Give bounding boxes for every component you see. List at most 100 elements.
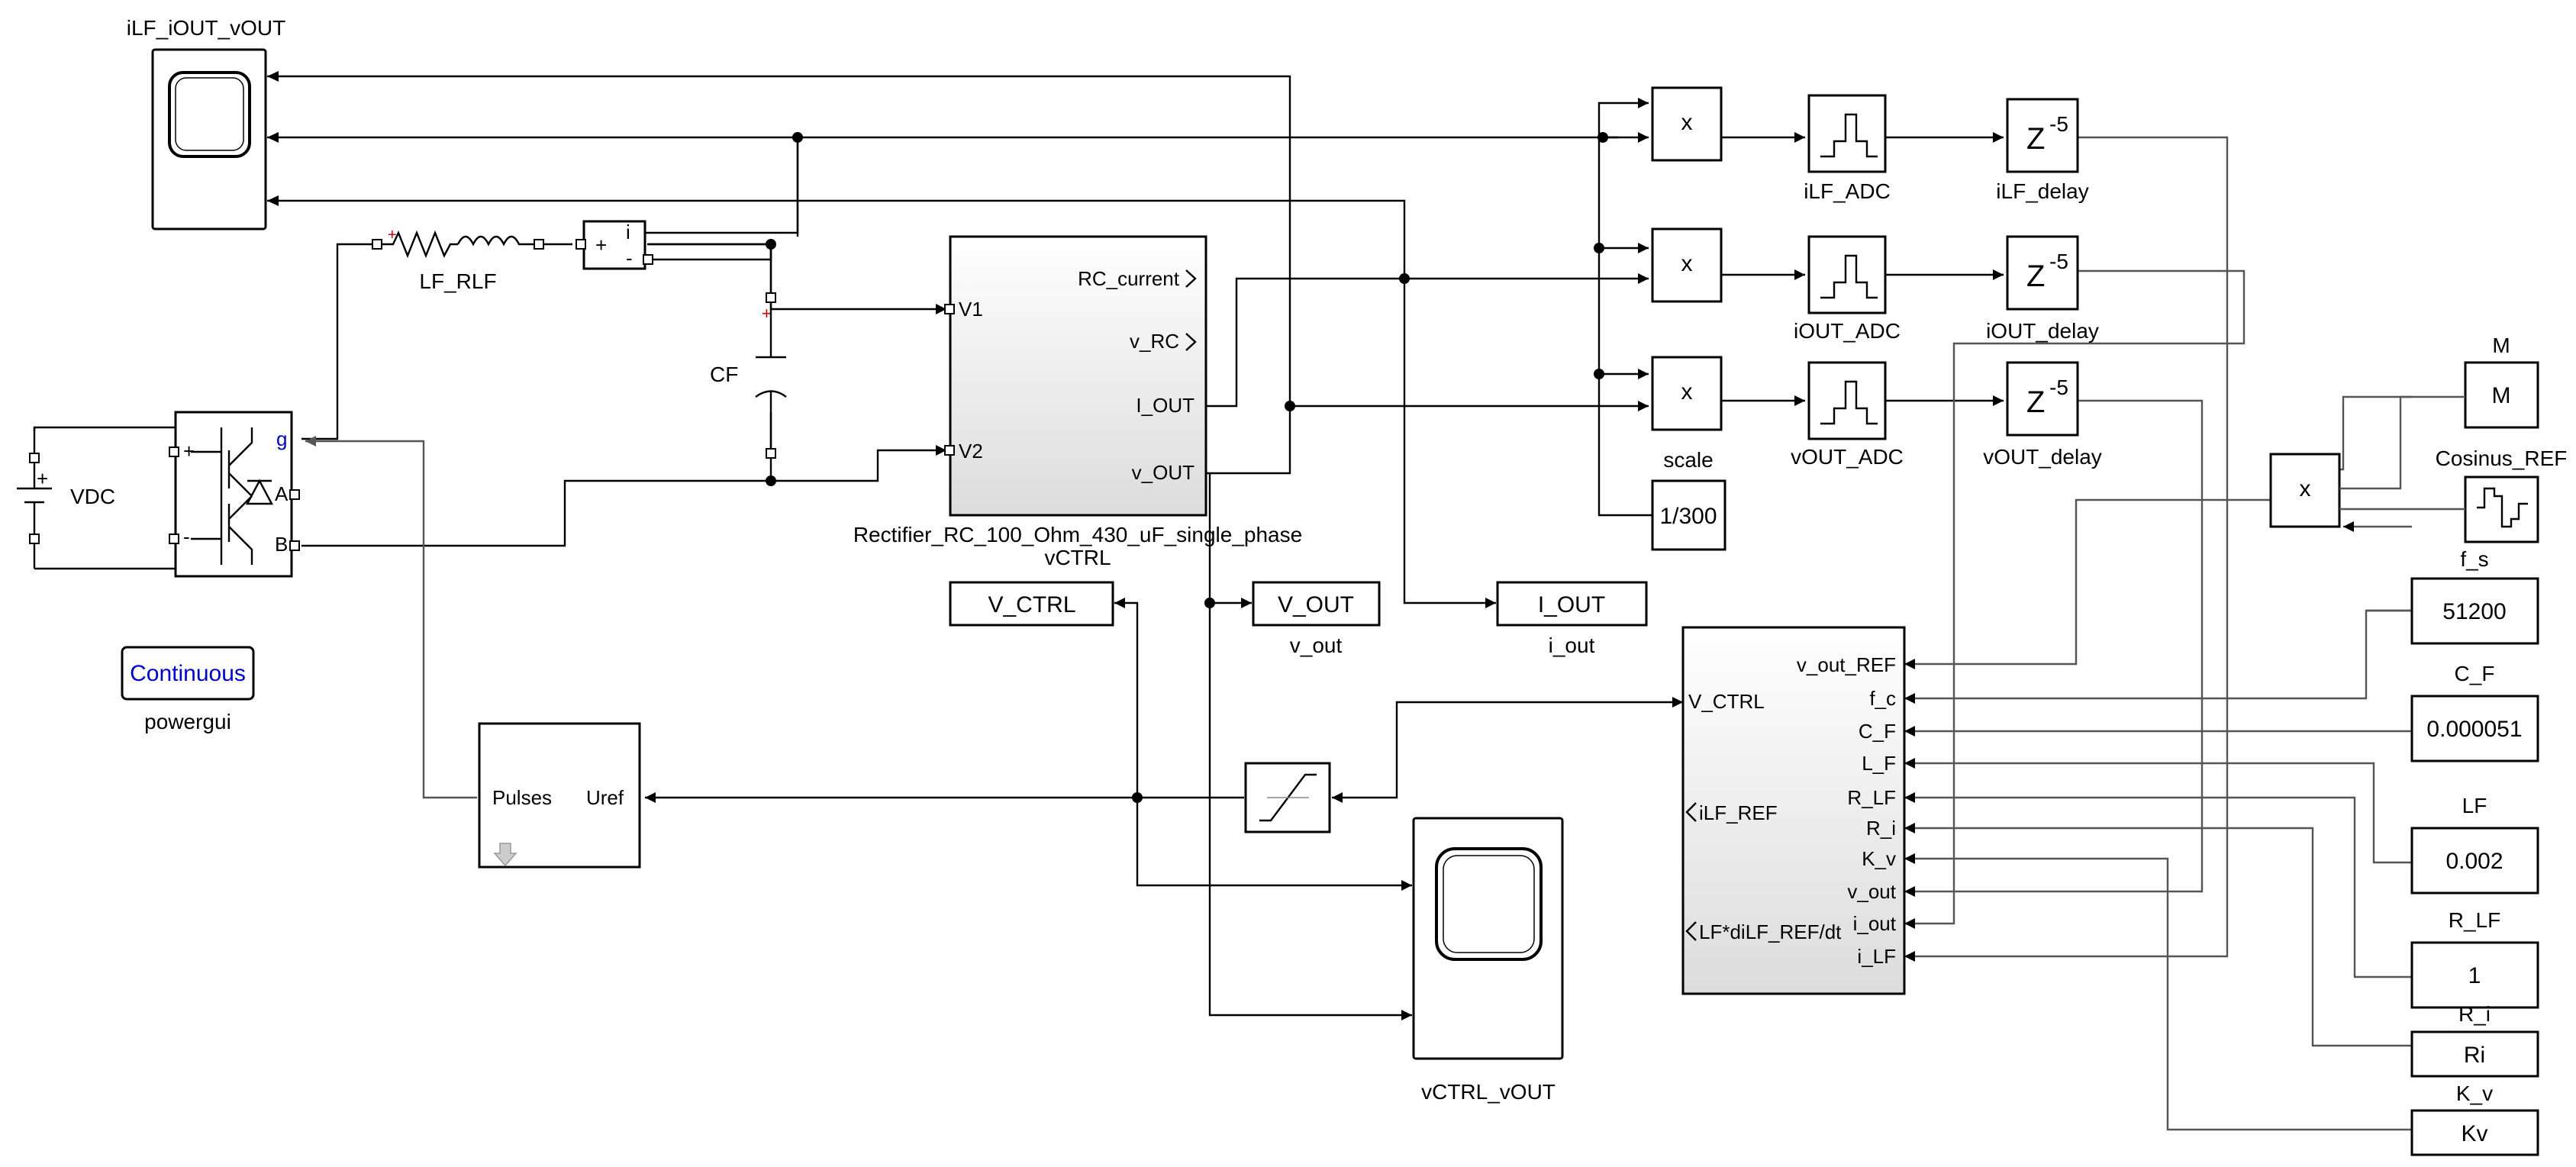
adc-vout-label: vOUT_ADC bbox=[1791, 445, 1904, 469]
vdc-plus-label: + bbox=[37, 467, 48, 490]
rectifier-label: Rectifier_RC_100_Ohm_430_uF_single_phase bbox=[853, 523, 1302, 546]
arrowheads bbox=[267, 71, 2354, 1020]
ctrl-out-ilf-ref: iLF_REF bbox=[1699, 801, 1778, 824]
ctrl-port-i-out: i_out bbox=[1853, 912, 1897, 935]
const-f-s[interactable]: 51200 bbox=[2410, 577, 2539, 645]
svg-text:1/300: 1/300 bbox=[1659, 504, 1717, 529]
controller-subsystem[interactable]: V_CTRL iLF_REF LF*diLF_REF/dt v_out_REF … bbox=[1681, 626, 1906, 995]
svg-text:x: x bbox=[1681, 379, 1693, 405]
delay-iout[interactable]: Z -5 bbox=[2006, 235, 2079, 311]
saturation-block[interactable] bbox=[1244, 762, 1331, 833]
bridge-plus: + bbox=[183, 440, 195, 463]
vctrl-label: vCTRL bbox=[1044, 546, 1111, 569]
svg-text:x: x bbox=[1681, 110, 1693, 135]
scale-constant[interactable]: 1/300 bbox=[1651, 479, 1726, 551]
pwm-pulses-label: Pulses bbox=[492, 786, 552, 809]
rectifier-subsystem[interactable]: V1 V2 RC_current v_RC I_OUT v_OUT bbox=[944, 235, 1207, 517]
goto-v-out-label: v_out bbox=[1290, 633, 1343, 657]
meter-minus-label: - bbox=[626, 247, 633, 269]
powergui-label: powergui bbox=[144, 710, 231, 733]
rect-v2: V2 bbox=[959, 440, 983, 463]
svg-text:I_OUT: I_OUT bbox=[1538, 592, 1605, 617]
const-lf[interactable]: 0.002 bbox=[2410, 827, 2539, 895]
vdc-source[interactable]: + bbox=[17, 453, 52, 544]
bridge-a: A bbox=[275, 482, 289, 505]
delay-vout[interactable]: Z -5 bbox=[2006, 361, 2079, 437]
ctrl-port-r-i: R_i bbox=[1866, 817, 1896, 840]
svg-text:+: + bbox=[388, 227, 397, 243]
goto-v-ctrl[interactable]: V_CTRL bbox=[949, 581, 1114, 627]
const-lf-label: LF bbox=[2462, 794, 2487, 817]
current-meter-block[interactable]: + i - bbox=[575, 220, 653, 270]
product-ref[interactable]: x bbox=[2269, 453, 2341, 528]
lf-rlf-block[interactable]: + bbox=[372, 227, 544, 259]
scope-iLF-iOUT-vOUT[interactable] bbox=[151, 48, 267, 230]
scope-vCTRL-vOUT[interactable] bbox=[1412, 817, 1564, 1060]
product-vout[interactable]: x bbox=[1651, 356, 1723, 431]
rect-v1: V1 bbox=[959, 298, 983, 321]
delay-iout-label: iOUT_delay bbox=[1986, 319, 2099, 343]
product-iout[interactable]: x bbox=[1651, 227, 1723, 303]
svg-text:-5: -5 bbox=[2049, 112, 2068, 136]
ctrl-port-v-out-ref: v_out_REF bbox=[1797, 653, 1896, 676]
svg-text:V_OUT: V_OUT bbox=[1278, 592, 1354, 617]
ctrl-port-r-lf: R_LF bbox=[1847, 786, 1896, 809]
ctrl-port-f-c: f_c bbox=[1869, 687, 1896, 710]
const-c-f-label: C_F bbox=[2455, 662, 2495, 685]
meter-i-label: i bbox=[626, 221, 630, 243]
powergui-block[interactable]: Continuous bbox=[121, 646, 255, 701]
const-f-s-label: f_s bbox=[2460, 547, 2488, 571]
bridge-b: B bbox=[275, 533, 288, 556]
adc-vout[interactable] bbox=[1807, 361, 1887, 440]
adc-ilf[interactable] bbox=[1807, 94, 1887, 173]
junction-dots bbox=[766, 132, 1608, 803]
ctrl-port-l-f: L_F bbox=[1862, 752, 1896, 775]
adc-iout-label: iOUT_ADC bbox=[1794, 319, 1901, 343]
rect-v-out: v_OUT bbox=[1132, 461, 1195, 484]
adc-ilf-label: iLF_ADC bbox=[1804, 179, 1891, 203]
svg-text:0.002: 0.002 bbox=[2445, 849, 2503, 874]
const-k-v[interactable]: Kv bbox=[2410, 1109, 2539, 1156]
svg-text:x: x bbox=[1681, 251, 1693, 276]
powergui-mode: Continuous bbox=[130, 661, 246, 686]
svg-text:51200: 51200 bbox=[2442, 599, 2506, 624]
product-ilf[interactable]: x bbox=[1651, 86, 1723, 162]
scope2-label: vCTRL_vOUT bbox=[1421, 1080, 1556, 1104]
ctrl-port-i-lf: i_LF bbox=[1857, 945, 1896, 968]
adc-iout[interactable] bbox=[1807, 235, 1887, 314]
ctrl-in-v-ctrl: V_CTRL bbox=[1688, 690, 1765, 713]
goto-i-out-label: i_out bbox=[1549, 633, 1595, 657]
cosinus-ref-block[interactable] bbox=[2464, 476, 2539, 543]
delay-ilf[interactable]: Z -5 bbox=[2006, 98, 2079, 173]
rect-v-rc: v_RC bbox=[1130, 330, 1179, 353]
bridge-minus: - bbox=[183, 525, 190, 548]
rect-i-out: I_OUT bbox=[1136, 394, 1195, 417]
ctrl-out-lf-dilf: LF*diLF_REF/dt bbox=[1699, 920, 1842, 943]
const-r-lf[interactable]: 1 bbox=[2410, 941, 2539, 1009]
goto-i-out[interactable]: I_OUT bbox=[1496, 581, 1648, 627]
svg-text:M: M bbox=[2492, 383, 2511, 408]
delay-vout-label: vOUT_delay bbox=[1983, 445, 2102, 469]
cf-capacitor[interactable]: + bbox=[755, 292, 787, 459]
svg-text:Z: Z bbox=[2026, 385, 2045, 419]
meter-plus-label: + bbox=[595, 234, 607, 256]
const-m[interactable]: M bbox=[2464, 361, 2539, 429]
pwm-generator-block[interactable]: Pulses Uref bbox=[478, 722, 641, 869]
delay-ilf-label: iLF_delay bbox=[1996, 179, 2088, 203]
pwm-uref-label: Uref bbox=[586, 786, 624, 809]
bridge-g: g bbox=[276, 427, 287, 450]
svg-text:Z: Z bbox=[2026, 260, 2045, 293]
const-c-f[interactable]: 0.000051 bbox=[2410, 695, 2539, 762]
svg-text:-5: -5 bbox=[2049, 250, 2068, 273]
ctrl-port-v-out: v_out bbox=[1847, 880, 1896, 903]
svg-text:1: 1 bbox=[2468, 963, 2481, 988]
const-r-i[interactable]: Ri bbox=[2410, 1030, 2539, 1078]
goto-v-out[interactable]: V_OUT bbox=[1252, 581, 1381, 627]
lf-rlf-label: LF_RLF bbox=[419, 269, 496, 293]
scale-label: scale bbox=[1663, 448, 1713, 472]
igbt-bridge-block[interactable]: + - g A B bbox=[169, 411, 300, 578]
const-r-i-label: R_i bbox=[2458, 1002, 2491, 1026]
svg-text:0.000051: 0.000051 bbox=[2426, 717, 2522, 742]
svg-text:V_CTRL: V_CTRL bbox=[988, 592, 1075, 617]
